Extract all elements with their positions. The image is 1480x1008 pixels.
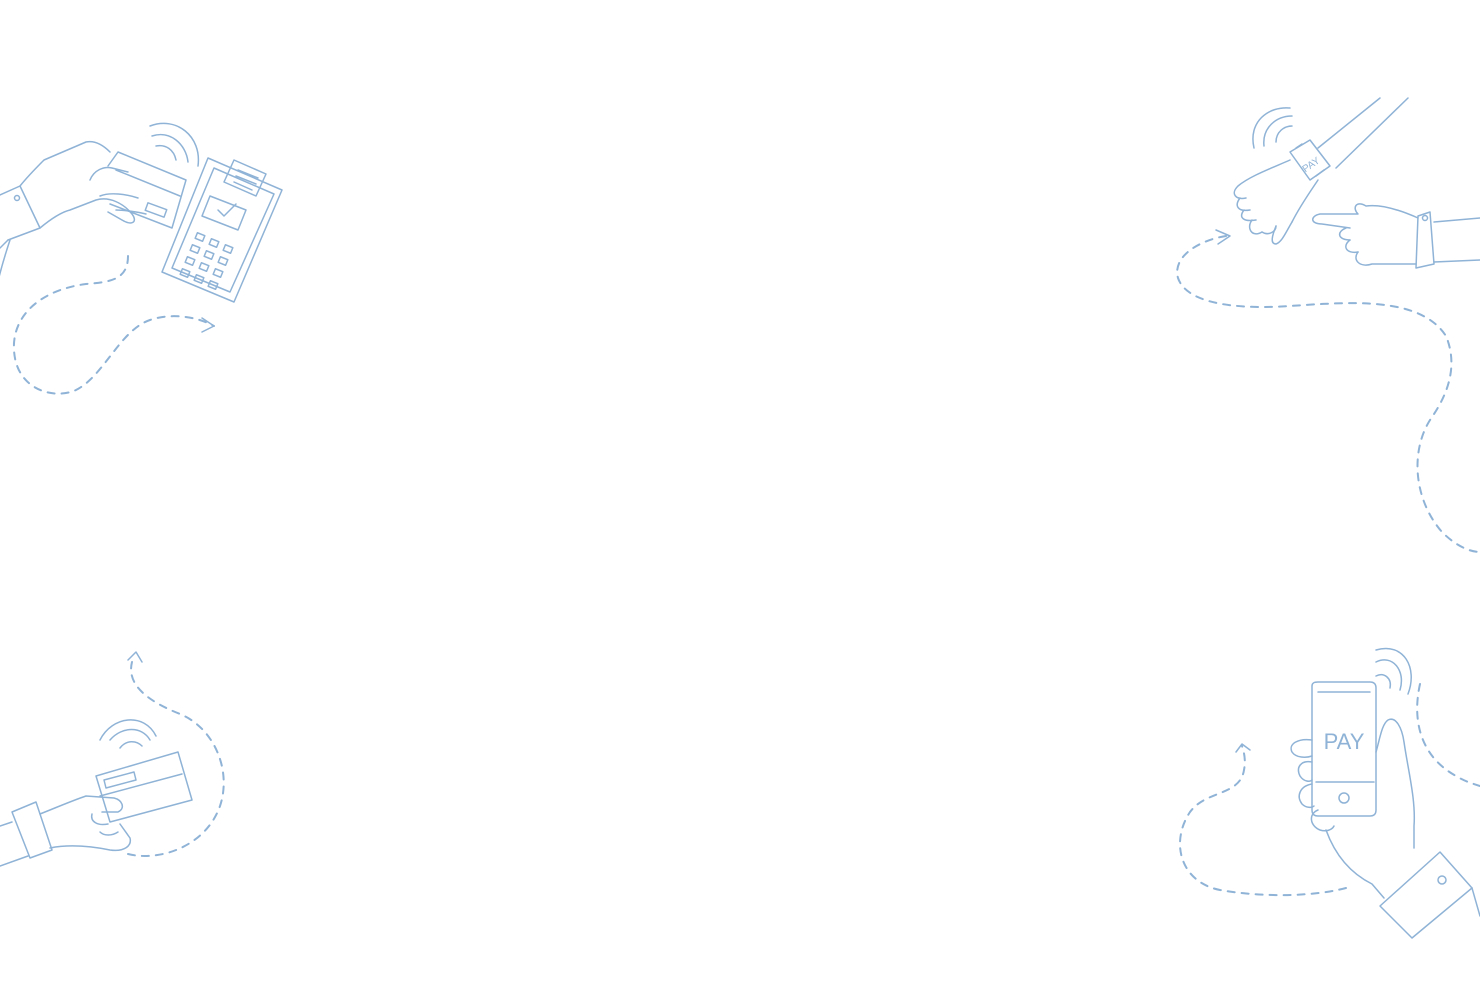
smartwatch-payment-icon: PAY [1176,97,1480,553]
phone-pay-label: PAY [1324,729,1365,754]
watch-pay-label: PAY [1301,155,1323,175]
phone-payment-icon: PAY [1179,647,1480,939]
card-terminal-payment-icon [0,122,283,395]
contactless-card-icon [0,651,225,867]
